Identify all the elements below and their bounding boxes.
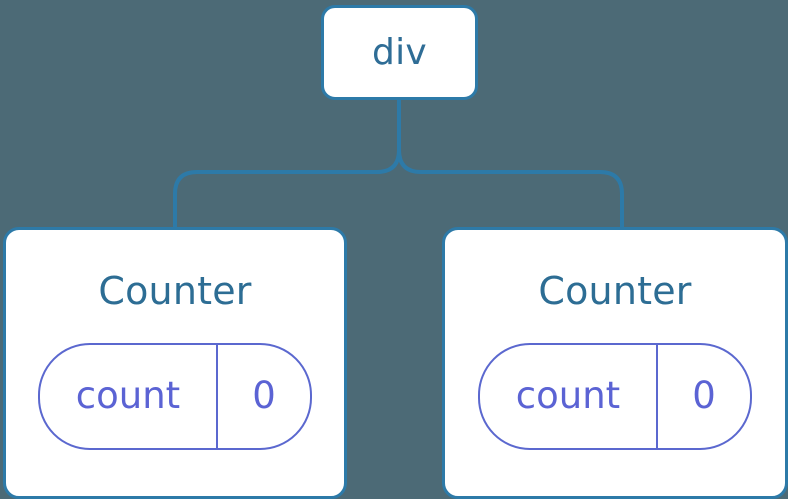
node-counter-left-label: Counter bbox=[98, 269, 252, 313]
edge-root-to-right-counter bbox=[397, 100, 624, 230]
node-div[interactable]: div bbox=[321, 5, 478, 100]
state-value-right: 0 bbox=[656, 345, 750, 448]
node-counter-right-label: Counter bbox=[538, 269, 692, 313]
node-counter-right[interactable]: Counter count 0 bbox=[442, 227, 788, 499]
state-key-left: count bbox=[75, 373, 181, 417]
node-div-label: div bbox=[371, 31, 428, 73]
state-value-left: 0 bbox=[216, 345, 310, 448]
state-pill-right[interactable]: count 0 bbox=[478, 343, 752, 450]
node-counter-left[interactable]: Counter count 0 bbox=[3, 227, 347, 499]
edge-root-to-left-counter bbox=[173, 100, 401, 230]
state-pill-left[interactable]: count 0 bbox=[38, 343, 312, 450]
state-key-right: count bbox=[515, 373, 621, 417]
